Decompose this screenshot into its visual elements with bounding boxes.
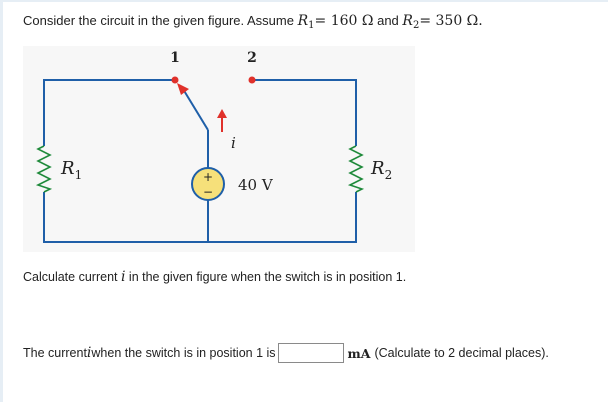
current-label: i xyxy=(231,134,236,152)
circuit-figure: + − 1 2 i 40 V R1 R2 xyxy=(23,46,415,252)
question-prompt: Calculate current i in the given figure … xyxy=(23,269,406,285)
switch-pos-1-label: 1 xyxy=(170,50,180,66)
r2-subscript: 2 xyxy=(412,20,420,31)
answer-var: i xyxy=(86,345,92,361)
r1-label: R1 xyxy=(60,158,82,182)
intro-text: Consider the circuit in the given figure… xyxy=(23,13,298,28)
wire-top-right xyxy=(252,79,357,146)
question-intro: Consider the circuit in the given figure… xyxy=(23,12,483,35)
switch-pos-2-label: 2 xyxy=(247,50,257,66)
r2-symbol: R xyxy=(402,13,413,29)
wire-top-left xyxy=(43,79,175,146)
r1-label-letter: R xyxy=(60,158,75,179)
switch-node-1 xyxy=(171,76,179,84)
r1-symbol: R xyxy=(297,13,309,29)
current-arrow-icon xyxy=(217,109,227,118)
answer-middle: when the switch is in position 1 is xyxy=(91,346,276,360)
switch-node-2 xyxy=(248,76,256,84)
prompt-var: i xyxy=(120,269,126,285)
r1-value: = 160 Ω xyxy=(314,13,374,29)
switch-arrow-icon xyxy=(177,83,189,95)
resistor-r2-icon xyxy=(347,145,365,193)
answer-row: The current i when the switch is in posi… xyxy=(23,341,549,365)
top-border xyxy=(0,0,608,2)
resistor-r1-icon xyxy=(35,145,53,193)
answer-unit: mA xyxy=(347,345,371,361)
wire-bottom xyxy=(43,192,357,243)
r1-label-sub: 1 xyxy=(75,168,83,182)
source-label: 40 V xyxy=(238,176,274,194)
answer-prefix: The current xyxy=(23,346,87,360)
prompt-suffix: in the given figure when the switch is i… xyxy=(125,270,407,284)
voltage-source-icon xyxy=(191,167,225,201)
answer-note: (Calculate to 2 decimal places). xyxy=(374,346,549,360)
circuit-diagram: + − 1 2 i 40 V R1 R2 xyxy=(35,50,392,243)
r1-subscript: 1 xyxy=(308,20,315,31)
answer-input[interactable] xyxy=(277,343,344,363)
left-border xyxy=(0,0,3,402)
source-plus: + xyxy=(203,170,213,184)
r2-label-sub: 2 xyxy=(385,168,393,182)
r2-label: R2 xyxy=(370,158,392,182)
source-minus: − xyxy=(203,185,213,199)
and-text: and xyxy=(373,13,403,28)
circuit-wires xyxy=(43,79,357,243)
r2-label-letter: R xyxy=(370,158,385,179)
r2-value: = 350 Ω. xyxy=(419,13,483,29)
switch-arm xyxy=(182,88,209,131)
prompt-prefix: Calculate current xyxy=(23,270,121,284)
